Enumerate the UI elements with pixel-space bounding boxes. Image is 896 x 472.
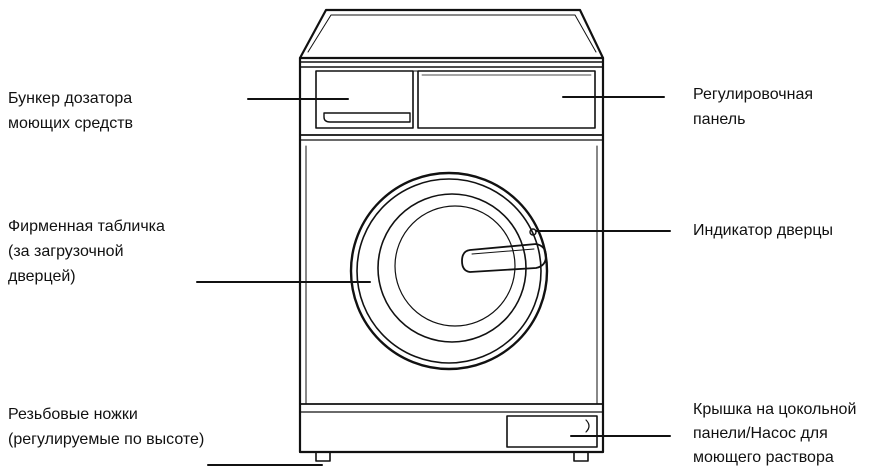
door-glass-inner <box>394 205 516 327</box>
pump-cover-box <box>506 415 598 448</box>
top-lid-inner <box>307 14 597 53</box>
label-pump-cover: Крышка на цокольной панели/Насос для мою… <box>693 401 857 466</box>
dispenser-handle <box>323 112 411 123</box>
label-door-indicator: Индикатор дверцы <box>693 222 834 239</box>
washing-machine <box>298 8 605 462</box>
foot-right <box>573 451 589 462</box>
machine-body <box>298 56 605 454</box>
label-dispenser: Бункер дозатора моющих средств <box>8 90 134 132</box>
foot-left <box>315 451 331 462</box>
label-control-panel: Регулировочная панель <box>693 86 814 128</box>
leader-lines <box>196 96 671 466</box>
top-lid <box>298 8 605 60</box>
door-outer-ring <box>349 171 549 371</box>
door-ring-2 <box>356 178 542 364</box>
door-handle-inner <box>471 248 535 255</box>
control-panel-box <box>417 70 596 129</box>
door-handle <box>461 243 547 273</box>
door-glass-outer <box>377 193 527 343</box>
label-rating-plate: Фирменная табличка (за загрузочной дверц… <box>8 218 165 285</box>
label-feet: Резьбовые ножки (регулируемые по высоте) <box>8 406 205 448</box>
pump-cover-latch <box>585 419 590 433</box>
